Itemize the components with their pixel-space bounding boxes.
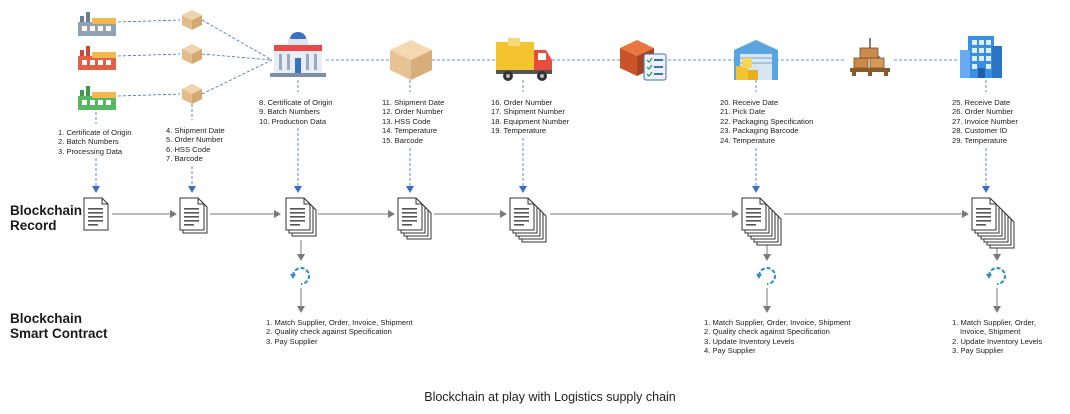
shipping-item: 7. Barcode [166,154,203,164]
office-building-icon [960,36,1002,78]
origin-item: 2. Batch Numbers [58,137,119,147]
retail-item: 25. Receive Date [952,98,1011,107]
contract-item: 1. Match Supplier, Order, [952,318,1036,327]
packaging-item: 15. Barcode [382,135,423,145]
transport-info: 16. Order Number 17. Shipment Number 18.… [491,98,569,136]
shipping-item: 5. Order Number [166,135,223,145]
cardboard-box-icon [182,84,202,104]
packaging-info: 11. Shipment Date 12. Order Number 13. H… [382,98,444,145]
contract-third-info: 1. Match Supplier, Order, Invoice, Shipm… [952,318,1042,356]
warehouse-item: 23. Packaging Barcode [720,126,799,136]
contract-item: 1. Match Supplier, Order, Invoice, Shipm… [266,318,413,327]
contract-second-info: 1. Match Supplier, Order, Invoice, Shipm… [704,318,850,356]
warehouse-item: 22. Packaging Specification [720,116,814,126]
packaging-item: 14. Temperature [382,126,438,136]
refresh-cycle-icon [756,267,776,285]
warehouse-icon [734,40,778,80]
large-box-icon [390,40,432,80]
document-stack-icon [971,197,1015,249]
figure-caption: Blockchain at play with Logistics supply… [424,390,676,404]
document-stack-icon [397,197,432,240]
contract-item: 3. Pay Supplier [952,346,1004,356]
refresh-cycle-icon [290,267,310,285]
contract-item: 2. Quality check against Specification [266,327,392,337]
document-stack-icon [83,197,109,231]
factory-icon [78,12,116,36]
contract-first-info: 1. Match Supplier, Order, Invoice, Shipm… [266,318,412,346]
contract-item: 1. Match Supplier, Order, Invoice, Shipm… [704,318,851,327]
government-building-icon [270,32,326,77]
contract-item: 2. Quality check against Specification [704,327,830,337]
retail-item: 26. Order Number [952,107,1014,117]
warehouse-item: 24. Temperature [720,135,776,145]
document-stack-icon [285,197,317,237]
warehouse-item: 20. Receive Date [720,98,779,107]
delivery-truck-icon [496,38,552,81]
document-stack-icon [741,197,782,246]
record-chain-arrows [112,210,1001,313]
top-dashed-links [92,19,990,193]
packaging-item: 12. Order Number [382,107,444,117]
production-info: 8. Certificate of Origin 9. Batch Number… [259,98,332,126]
packaging-item: 11. Shipment Date [382,98,445,107]
packaging-item: 13. HSS Code [382,116,431,126]
refresh-cycle-icon [986,267,1006,285]
retail-item: 29. Temperature [952,135,1008,145]
crane-pallet-icon [850,38,890,76]
box-checklist-icon [620,40,667,81]
production-item: 10. Production Data [259,116,327,126]
transport-item: 19. Temperature [491,126,547,136]
retail-item: 27. Invoice Number [952,116,1018,126]
shipping-item: 4. Shipment Date [166,126,225,135]
cardboard-box-icon [182,44,202,64]
link-factory3-box3 [117,93,181,97]
document-stack-icon [509,197,547,243]
retail-item: 28. Customer ID [952,126,1008,136]
link-box2-production [201,53,273,61]
link-box1-production [201,19,273,61]
shipping-info: 4. Shipment Date 5. Order Number 6. HSS … [166,126,225,164]
link-factory1-box1 [117,19,181,23]
contract-item: 2. Update Inventory Levels [952,336,1043,346]
factory-icon [78,86,116,110]
origin-item: 3. Processing Data [58,146,123,156]
contract-item: 3. Pay Supplier [266,336,318,346]
warehouse-item: 21. Pick Date [720,107,766,117]
transport-item: 16. Order Number [491,98,553,107]
lane-label-record: Blockchain Record [10,203,83,233]
contract-item: 3. Update Inventory Levels [704,336,795,346]
transport-item: 17. Shipment Number [491,107,565,117]
production-item: 9. Batch Numbers [259,107,320,117]
cardboard-box-icon [182,10,202,30]
document-stack-icon [179,197,208,234]
contract-item: Invoice, Shipment [960,327,1021,337]
retail-info: 25. Receive Date 26. Order Number 27. In… [952,98,1018,145]
production-item: 8. Certificate of Origin [259,98,333,107]
shipping-item: 6. HSS Code [166,144,211,154]
warehouse-info: 20. Receive Date 21. Pick Date 22. Packa… [720,98,813,145]
factory-icon [78,46,116,70]
link-factory2-box2 [117,53,181,57]
origin-info: 1. Certificate of Origin 2. Batch Number… [58,128,131,156]
link-box3-production [201,59,273,95]
origin-item: 1. Certificate of Origin [58,128,132,137]
transport-item: 18. Equipment Number [491,116,570,126]
lane-label-smart-contract: Blockchain Smart Contract [10,311,108,341]
contract-item: 4. Pay Supplier [704,346,756,356]
